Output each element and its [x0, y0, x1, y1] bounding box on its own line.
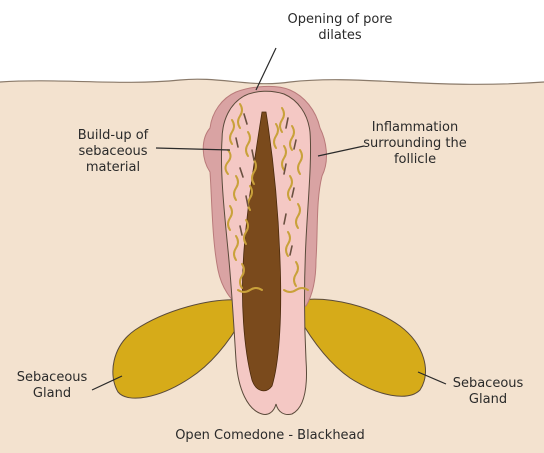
label-gland-right-line1: Sebaceous	[452, 376, 524, 391]
label-inflammation: Inflammation surrounding the follicle	[350, 120, 480, 168]
label-buildup: Build-up of sebaceous material	[58, 128, 168, 176]
label-gland-left-line2: Gland	[32, 386, 72, 401]
sebaceous-gland-right	[297, 298, 426, 397]
label-gland-right-line2: Gland	[468, 392, 508, 407]
label-pore-line1: Opening of pore	[287, 12, 393, 27]
sebum-strands	[224, 103, 309, 293]
label-pore-opening: Opening of pore dilates	[270, 12, 410, 44]
sebaceous-gland-left	[112, 299, 245, 399]
label-buildup-line3: material	[85, 160, 141, 175]
label-gland-left: Sebaceous Gland	[4, 370, 100, 402]
label-inflammation-line2: surrounding the	[363, 136, 467, 151]
leader-lines	[91, 47, 447, 391]
label-inflammation-line3: follicle	[393, 152, 437, 167]
label-buildup-line2: sebaceous	[78, 144, 148, 159]
gland-left-leader	[91, 375, 123, 391]
label-buildup-line1: Build-up of	[77, 128, 149, 143]
pore-leader	[255, 47, 277, 91]
label-inflammation-line1: Inflammation	[371, 120, 459, 135]
buildup-leader	[155, 147, 231, 151]
label-gland-right: Sebaceous Gland	[440, 376, 536, 408]
skin-surface-line	[0, 78, 544, 85]
gland-right-leader	[417, 371, 447, 385]
label-gland-left-line1: Sebaceous	[16, 370, 88, 385]
inflammation-leader	[317, 145, 365, 157]
diagram-caption: Open Comedone - Blackhead	[175, 428, 365, 443]
label-pore-line2: dilates	[318, 28, 362, 43]
dark-hair-fragments	[235, 113, 297, 256]
